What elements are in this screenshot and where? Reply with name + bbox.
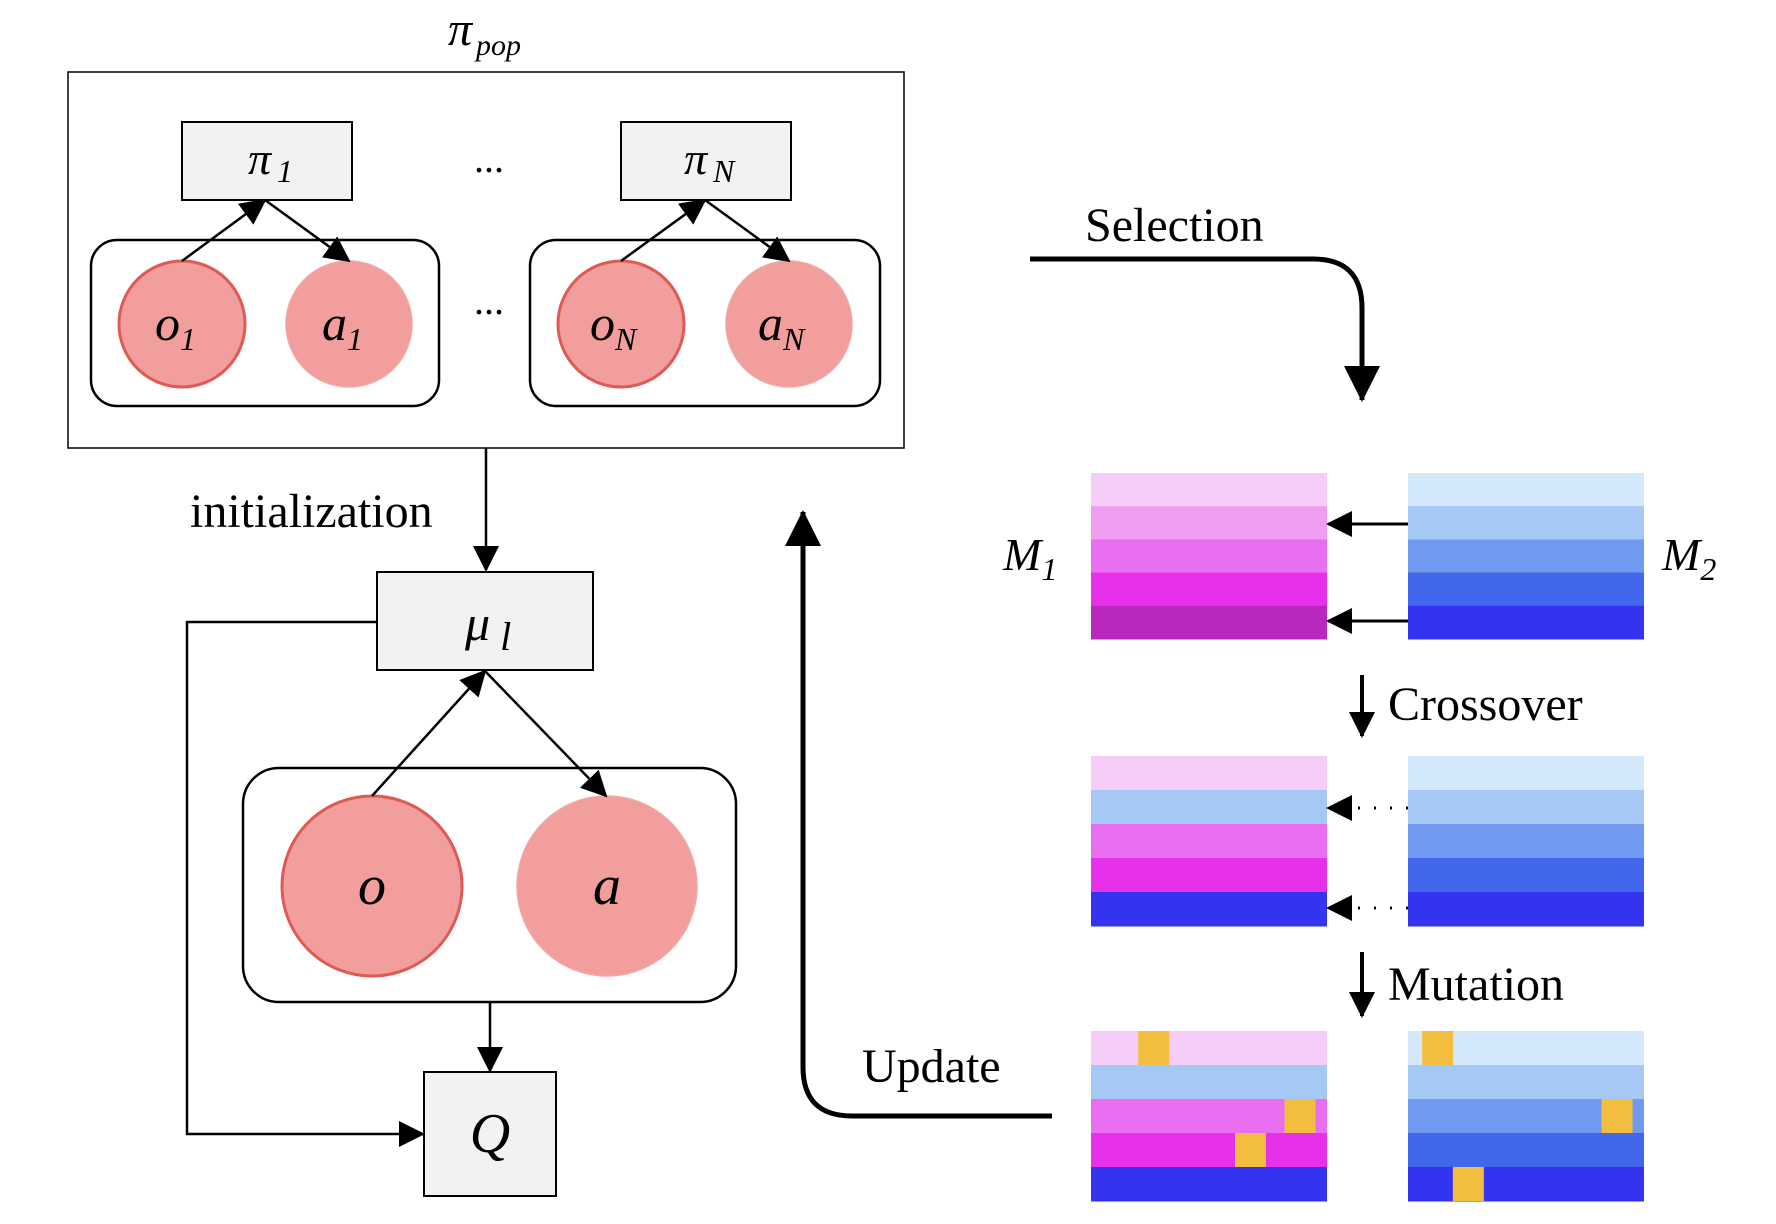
mutated-child-1-row-1	[1091, 1031, 1327, 1066]
obs-to-policy-n-arrow	[620, 198, 707, 263]
learner-policy-box	[376, 571, 594, 671]
policy-to-action-n-arrow	[704, 198, 791, 263]
mutation-label: Mutation	[1388, 958, 1564, 1011]
mutated-child-1-row-4	[1091, 1133, 1327, 1168]
child-1-genome	[1091, 756, 1327, 927]
obs-node-n-label: oN	[590, 295, 638, 357]
mutated-child-2-mutated-gene-2	[1601, 1099, 1633, 1133]
parent-2-row-5	[1408, 605, 1644, 640]
parent-2-row-2	[1408, 506, 1644, 540]
child-1-row-4	[1091, 858, 1327, 893]
parent-1-row-3	[1091, 539, 1327, 574]
selection-label: Selection	[1085, 199, 1264, 252]
child-1-row-1	[1091, 756, 1327, 791]
child-1-row-2	[1091, 790, 1327, 825]
critic-label: Q	[470, 1103, 510, 1165]
mutated-child-2-mutated-gene-1	[1422, 1031, 1454, 1065]
mutated-child-2-genome	[1408, 1031, 1644, 1202]
learner-action-label: a	[593, 855, 621, 917]
selection-arrow	[1030, 256, 1380, 402]
parent-2-row-3	[1408, 539, 1644, 574]
learner-to-critic-arrow	[185, 620, 425, 1147]
action-node-n-label: aN	[758, 295, 806, 357]
child-1-row-5	[1091, 892, 1327, 927]
mutated-child-1-mutated-gene-3	[1234, 1133, 1266, 1167]
policy-ellipsis: ...	[474, 136, 504, 181]
mutated-child-1-mutated-gene-1	[1138, 1031, 1170, 1065]
parent-2-genome	[1408, 473, 1644, 640]
child-2-row-2	[1408, 790, 1644, 825]
parent-1-genome	[1091, 473, 1327, 640]
learner-obs-label: o	[358, 855, 386, 917]
obs-to-policy-1-arrow	[181, 198, 267, 263]
update-label: Update	[862, 1040, 1001, 1093]
parent-1-row-2	[1091, 506, 1327, 540]
policy-to-action-1-arrow	[264, 198, 351, 263]
mutated-child-2-row-4	[1408, 1133, 1644, 1168]
obs-to-learner-arrow	[371, 669, 487, 797]
parent-1-row-4	[1091, 572, 1327, 607]
child-2-row-4	[1408, 858, 1644, 893]
mutated-child-2-mutated-gene-3	[1452, 1167, 1484, 1201]
obs-node-1-label: o1	[155, 295, 196, 357]
action-node-1-label: a1	[322, 295, 363, 357]
mutated-child-2-row-5	[1408, 1167, 1644, 1202]
crossover-label: Crossover	[1388, 678, 1583, 731]
child-2-row-3	[1408, 824, 1644, 859]
child-2-row-5	[1408, 892, 1644, 927]
parent-2-row-1	[1408, 473, 1644, 507]
child-2-genome	[1408, 756, 1644, 927]
critic-box	[423, 1071, 557, 1197]
learner-to-action-arrow	[484, 670, 608, 798]
policy-1-box	[181, 121, 353, 201]
update-arrow	[785, 510, 1052, 1119]
initialization-label: initialization	[190, 485, 433, 538]
parent-1-row-5	[1091, 605, 1327, 640]
parent-1-label: M1	[1002, 529, 1057, 587]
parent-1-row-1	[1091, 473, 1327, 507]
mutated-child-1-row-2	[1091, 1065, 1327, 1100]
child-1-row-3	[1091, 824, 1327, 859]
child-2-row-1	[1408, 756, 1644, 791]
mutated-child-1-row-5	[1091, 1167, 1327, 1202]
mutated-child-2-row-2	[1408, 1065, 1644, 1100]
plate-ellipsis: ...	[474, 278, 504, 323]
parent-2-row-4	[1408, 572, 1644, 607]
mutated-child-1-genome	[1091, 1031, 1327, 1202]
parent-2-label: M2	[1661, 529, 1716, 587]
mutated-child-1-mutated-gene-2	[1284, 1099, 1316, 1133]
